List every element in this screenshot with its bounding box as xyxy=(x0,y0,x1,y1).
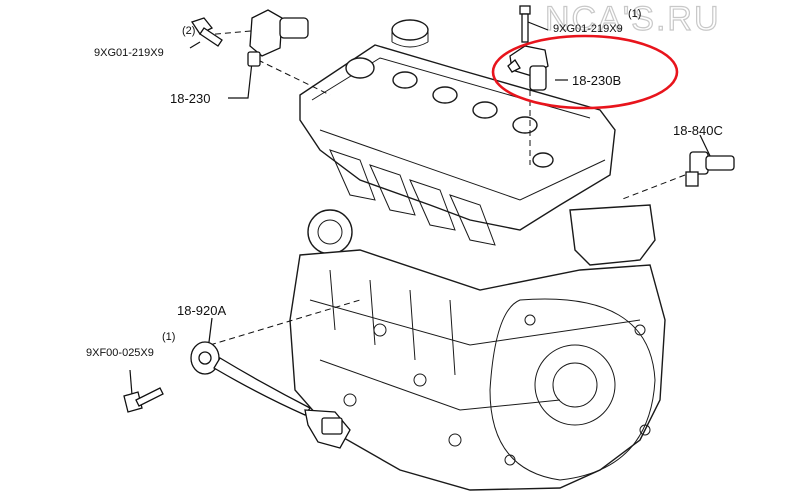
bolt-top-left-icon[interactable] xyxy=(190,17,223,47)
crank-sensor-right-icon[interactable] xyxy=(685,151,735,187)
cam-sensor-highlight-icon[interactable] xyxy=(507,45,549,91)
bolt-top-left-part[interactable]: 9XG01-219X9 xyxy=(94,47,164,59)
bolt-bottom-qty: (1) xyxy=(162,331,175,343)
highlight-circle xyxy=(491,34,679,110)
leader-lines xyxy=(129,15,713,396)
sensor-left-part[interactable]: 18-230 xyxy=(170,91,210,106)
knock-sensor-part[interactable]: 18-920A xyxy=(177,303,226,318)
cam-sensor-left-icon[interactable] xyxy=(247,9,309,67)
watermark: NCA'S.RU xyxy=(545,0,721,38)
sensor-right-part[interactable]: 18-840C xyxy=(673,123,723,138)
bolt-bottom-part[interactable]: 9XF00-025X9 xyxy=(86,347,154,359)
bolt-top-left-qty: (2) xyxy=(182,25,195,37)
knock-sensor-icon[interactable] xyxy=(190,341,351,449)
bolt-bottom-icon[interactable] xyxy=(123,387,164,413)
spark-plug-holes xyxy=(345,57,554,168)
bolt-top-right-icon[interactable] xyxy=(519,5,531,43)
bolt-top-right-qty: (1) xyxy=(628,8,641,20)
engine-block xyxy=(289,19,666,491)
sensor-highlight-part[interactable]: 18-230B xyxy=(572,73,621,88)
bolt-top-right-part[interactable]: 9XG01-219X9 xyxy=(553,23,623,35)
